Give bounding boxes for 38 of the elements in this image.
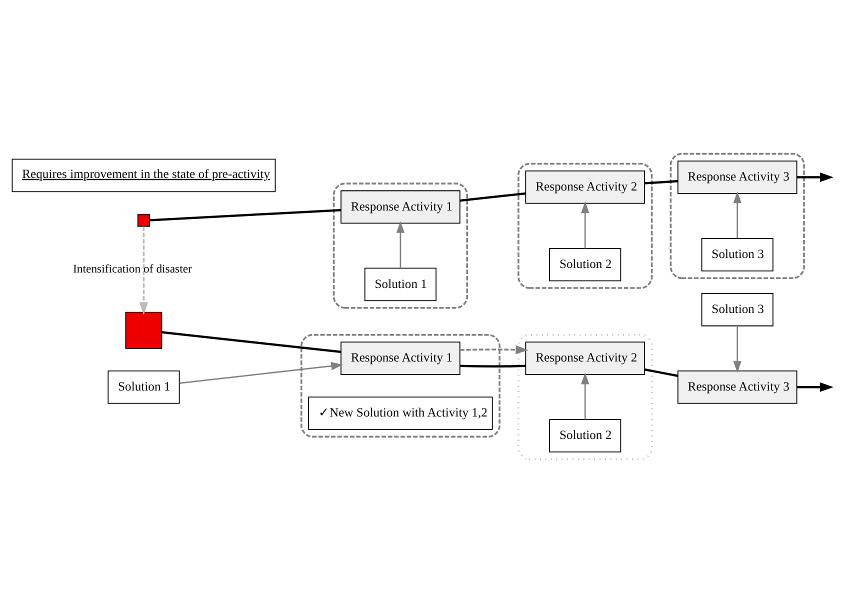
node-box: Solution 3 (701, 293, 774, 326)
cluster (300, 334, 500, 438)
node-box: ✓New Solution with Activity 1,2 (308, 396, 493, 430)
arrow (581, 201, 590, 248)
connector (162, 331, 341, 353)
connector (460, 192, 526, 202)
cluster (518, 162, 653, 289)
edge-label: Intensification of disaster (73, 262, 192, 276)
arrow (396, 221, 405, 268)
node-box: Response Activity 1 (340, 190, 460, 224)
connector (644, 180, 678, 184)
node-box: Requires improvement in the state of pre-activity (12, 158, 276, 192)
node-box: Solution 1 (364, 268, 436, 302)
node-box: Response Activity 1 (340, 342, 460, 375)
connector (644, 368, 678, 377)
cluster (332, 182, 468, 309)
node-box: Solution 1 (108, 370, 180, 404)
cluster (670, 152, 805, 280)
node-box: Response Activity 3 (677, 370, 798, 404)
arrow (796, 382, 834, 392)
node-box: Solution 2 (549, 248, 622, 282)
node-box: Solution 3 (701, 238, 774, 272)
node-box: Solution 2 (549, 419, 622, 452)
arrow (460, 345, 528, 354)
node-box: Response Activity 2 (525, 170, 646, 204)
node-box: Response Activity 2 (525, 342, 646, 375)
connector (460, 364, 526, 368)
arrow (733, 326, 742, 373)
cluster (518, 334, 653, 460)
node-box: Response Activity 3 (677, 160, 798, 194)
connector (150, 208, 341, 222)
arrow (796, 172, 834, 182)
node-box (125, 312, 162, 349)
arrow (581, 372, 590, 420)
arrow (733, 191, 742, 238)
arrow (139, 226, 148, 315)
node-box (137, 214, 150, 227)
arrow (179, 362, 343, 384)
